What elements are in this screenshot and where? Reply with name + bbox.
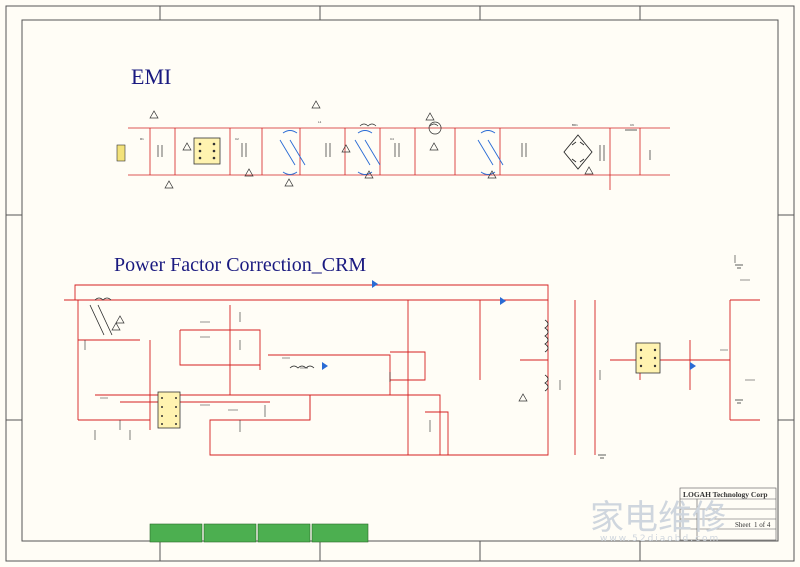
transformer-icon-2 bbox=[354, 130, 381, 175]
pfc-controller-ic-chip-icon bbox=[157, 391, 181, 429]
watermark-url: www.52diaobd.com bbox=[600, 534, 721, 544]
connector-1 bbox=[149, 523, 203, 543]
connector-2 bbox=[203, 523, 257, 543]
warning-triangle-icon bbox=[149, 100, 594, 189]
emi-wires bbox=[128, 127, 670, 190]
connector-3 bbox=[257, 523, 311, 543]
pfc-wires bbox=[64, 284, 760, 456]
pfc-diodes bbox=[322, 280, 696, 370]
emi-ic-chip-icon bbox=[193, 137, 221, 165]
svg-text:L1: L1 bbox=[318, 120, 322, 124]
right-ic-chip-icon bbox=[635, 342, 661, 374]
pfc-components bbox=[84, 255, 755, 440]
emi-components bbox=[157, 121, 651, 161]
emi-ref-labels: R1 C2 L1 C4 BD1 C9 bbox=[140, 120, 634, 141]
inner-frame bbox=[21, 19, 779, 542]
pfc-circuit bbox=[64, 255, 760, 459]
pfc-section-title: Power Factor Correction_CRM bbox=[114, 254, 367, 276]
connector-4 bbox=[311, 523, 369, 543]
title-block-company: LOGAH Technology Corp bbox=[683, 490, 768, 499]
svg-text:BD1: BD1 bbox=[572, 123, 578, 127]
svg-text:C4: C4 bbox=[390, 137, 394, 141]
pfc-inductors bbox=[89, 297, 549, 392]
emi-ic-pins bbox=[198, 142, 216, 160]
svg-text:C9: C9 bbox=[630, 123, 634, 127]
title-block-sheet-label: Sheet bbox=[735, 521, 751, 529]
title-block-sheet-value: 1 of 4 bbox=[754, 521, 771, 529]
transformer-icon-3 bbox=[477, 130, 504, 175]
svg-text:R1: R1 bbox=[140, 137, 144, 141]
bottom-connectors bbox=[149, 523, 369, 543]
pfc-ic-pins bbox=[161, 397, 177, 425]
right-ic-pins bbox=[639, 348, 657, 368]
watermark-brand: 家电维修 bbox=[590, 498, 726, 538]
svg-text:C2: C2 bbox=[235, 137, 239, 141]
ac-inlet-connector bbox=[116, 144, 126, 162]
outer-frame bbox=[5, 5, 795, 562]
transformer-icon-1 bbox=[279, 130, 306, 175]
ground-symbols bbox=[598, 264, 743, 459]
pfc-warning-triangles bbox=[111, 315, 528, 402]
emi-section-title: EMI bbox=[131, 64, 172, 89]
frame-ticks bbox=[6, 6, 794, 561]
emi-circuit: R1 C2 L1 C4 BD1 C9 bbox=[116, 100, 670, 190]
title-block bbox=[679, 487, 777, 541]
bridge-rectifier-icon bbox=[563, 134, 593, 170]
